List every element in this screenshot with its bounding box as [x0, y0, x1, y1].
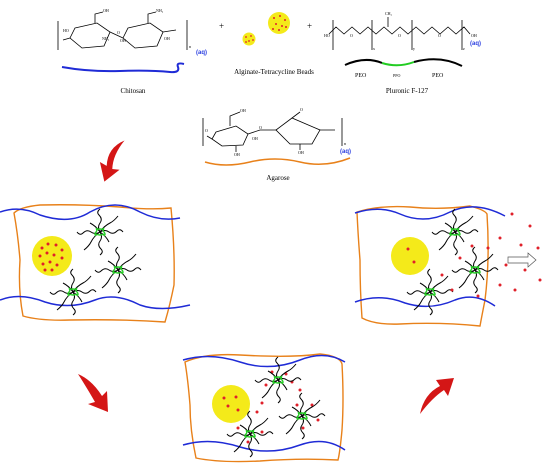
ppo-segment [381, 61, 415, 67]
oh-label: OH [120, 38, 126, 43]
plus-sign: + [307, 21, 312, 31]
oh-label: OH [164, 36, 170, 41]
agarose-chain [204, 157, 351, 166]
loaded-hydrogel [0, 204, 191, 323]
oh-label: OH [298, 150, 304, 155]
o-label: O [398, 33, 401, 38]
agarose-label: Agarose [266, 174, 289, 182]
curved-arrow-to-swelling [78, 374, 108, 412]
ho-label: HO [63, 28, 69, 33]
o-label: O [259, 125, 262, 130]
chitosan-aq-label: (aq) [196, 50, 207, 56]
peo-left-label: PEO [355, 73, 367, 79]
pluronic-aq-label: (aq) [470, 41, 481, 47]
agarose-structure [202, 111, 343, 152]
o-label: O [205, 128, 208, 133]
chitosan-structure [57, 11, 188, 50]
o-label: O [438, 33, 441, 38]
pluronic-subscript-z: z [463, 46, 465, 51]
oh-label: OH [240, 108, 246, 113]
nh2-label: NH₂ [102, 36, 110, 41]
agarose-aq-label: (aq) [340, 149, 351, 155]
oh-label: OH [234, 152, 240, 157]
ppo-label: PPO [393, 73, 400, 78]
alginate-bead-large [268, 12, 290, 34]
peo-ppo-peo-chain [344, 59, 383, 66]
swelling-hydrogel [182, 353, 346, 463]
curved-arrow-to-release [420, 378, 454, 414]
oh-label: OH [252, 136, 258, 141]
chitosan-chain [61, 62, 185, 74]
nh2-label: NH₂ [156, 8, 164, 13]
ch3-label: CH₃ [385, 11, 393, 16]
release-hydrogel [354, 205, 542, 327]
ho-label: HO [324, 33, 330, 38]
oh-label: OH [103, 8, 109, 13]
pluronic-subscript-x: x [373, 46, 375, 51]
chitosan-label: Chitosan [121, 87, 146, 95]
peo-right-label: PEO [432, 73, 444, 79]
alginate-bead-small [242, 32, 256, 46]
chitosan-subscript: n [189, 44, 191, 49]
o-label: O [350, 33, 353, 38]
pluronic-structure [328, 17, 471, 50]
release-arrow-icon [507, 252, 537, 268]
oh-label: OH [471, 33, 477, 38]
pluronic-label: Pluronic F-127 [386, 87, 429, 95]
o-label: O [117, 30, 120, 35]
o-label: O [300, 107, 303, 112]
plus-sign: + [219, 21, 224, 31]
pluronic-subscript-y: y [413, 46, 415, 51]
agarose-subscript: n [344, 141, 346, 146]
peo-segment [413, 58, 463, 67]
curved-arrow-to-gel [99, 140, 125, 182]
beads-label: Alginate-Tetracycline Beads [234, 68, 314, 76]
